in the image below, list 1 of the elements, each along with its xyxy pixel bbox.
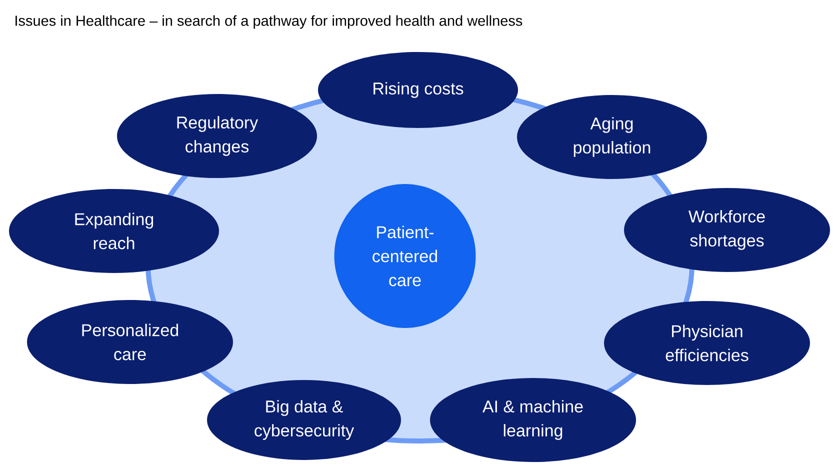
title: Issues in Healthcare – in search of a pathway for improved health and wellness bbox=[16, 15, 522, 29]
